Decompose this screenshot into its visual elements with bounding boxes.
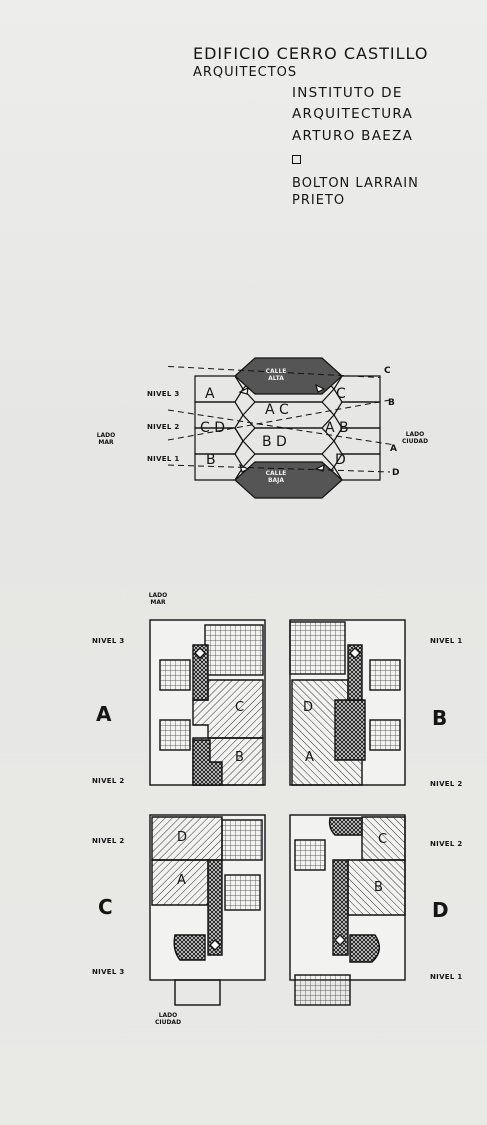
plan-a-unit-2: B bbox=[235, 750, 244, 765]
plan-a bbox=[149, 619, 266, 786]
plan-b-unit-2: A bbox=[305, 750, 314, 765]
section-cell-bd-label: B D bbox=[262, 434, 287, 450]
building-title: EDIFICIO CERRO CASTILLO bbox=[193, 44, 429, 63]
institute-line-3: ARTURO BAEZA bbox=[292, 128, 414, 144]
section-cell-cd-label: C D bbox=[200, 420, 226, 436]
section-cell-a-label: A bbox=[205, 386, 215, 402]
separator-square-icon bbox=[292, 155, 301, 164]
institute-line-1: INSTITUTO DE bbox=[292, 85, 403, 101]
plan-d-unit-2: B bbox=[374, 880, 383, 895]
section-cell-c-label: C bbox=[336, 386, 346, 402]
plan-c-top-level: NIVEL 2 bbox=[92, 837, 125, 845]
section-cell-b-label: B bbox=[206, 452, 216, 468]
plan-c-bottom-level: NIVEL 3 bbox=[92, 968, 125, 976]
plan-b-top-level: NIVEL 1 bbox=[430, 637, 463, 645]
plan-a-bottom-level: NIVEL 2 bbox=[92, 777, 125, 785]
plan-d-top-level: NIVEL 2 bbox=[430, 840, 463, 848]
calle-baja-label: CALLE BAJA bbox=[265, 470, 287, 484]
section-lado-ciudad: LADO CIUDAD bbox=[401, 431, 429, 445]
calle-alta-label: CALLE ALTA bbox=[265, 368, 287, 382]
cut-line-b-label: B bbox=[388, 398, 396, 408]
plan-c-letter: C bbox=[98, 895, 113, 919]
section-lado-mar: LADO MAR bbox=[96, 432, 116, 446]
plan-d-unit-1: C bbox=[378, 832, 388, 847]
institute-line-2: ARQUITECTURA bbox=[292, 106, 414, 122]
plan-d-bottom-level: NIVEL 1 bbox=[430, 973, 463, 981]
section-nivel-2: NIVEL 2 bbox=[147, 423, 180, 431]
section-cell-a bbox=[194, 375, 244, 403]
plan-d-letter: D bbox=[432, 898, 449, 922]
cut-line-a-label: A bbox=[390, 444, 398, 454]
section-cell-d-label: D bbox=[335, 452, 346, 468]
section-diagram bbox=[167, 357, 396, 499]
plan-c-unit-1: D bbox=[177, 830, 188, 845]
plan-a-top-level: NIVEL 3 bbox=[92, 637, 125, 645]
section-cell-ac-label: A C bbox=[265, 402, 289, 418]
plan-a-unit-1: C bbox=[235, 700, 245, 715]
plan-b-bottom-level: NIVEL 2 bbox=[430, 780, 463, 788]
plan-a-letter: A bbox=[96, 702, 112, 726]
architects-heading: ARQUITECTOS bbox=[193, 65, 298, 80]
plan-c bbox=[149, 814, 266, 1006]
calle-baja-block bbox=[234, 461, 343, 499]
cut-line-c-label: C bbox=[384, 366, 391, 376]
cut-line-d-label: D bbox=[392, 468, 400, 478]
plans-lado-mar: LADO MAR bbox=[148, 592, 168, 606]
architect-line-1: BOLTON LARRAIN bbox=[292, 176, 419, 191]
plan-b-letter: B bbox=[432, 706, 448, 730]
architect-line-2: PRIETO bbox=[292, 193, 346, 208]
plans-lado-ciudad: LADO CIUDAD bbox=[154, 1012, 182, 1026]
plan-c-unit-2: A bbox=[177, 873, 186, 888]
section-nivel-3: NIVEL 3 bbox=[147, 390, 180, 398]
section-nivel-1: NIVEL 1 bbox=[147, 455, 180, 463]
plan-d bbox=[289, 814, 406, 1006]
plan-b bbox=[289, 619, 406, 786]
plan-b-unit-1: D bbox=[303, 700, 314, 715]
section-cell-ab-label: A B bbox=[325, 420, 349, 436]
